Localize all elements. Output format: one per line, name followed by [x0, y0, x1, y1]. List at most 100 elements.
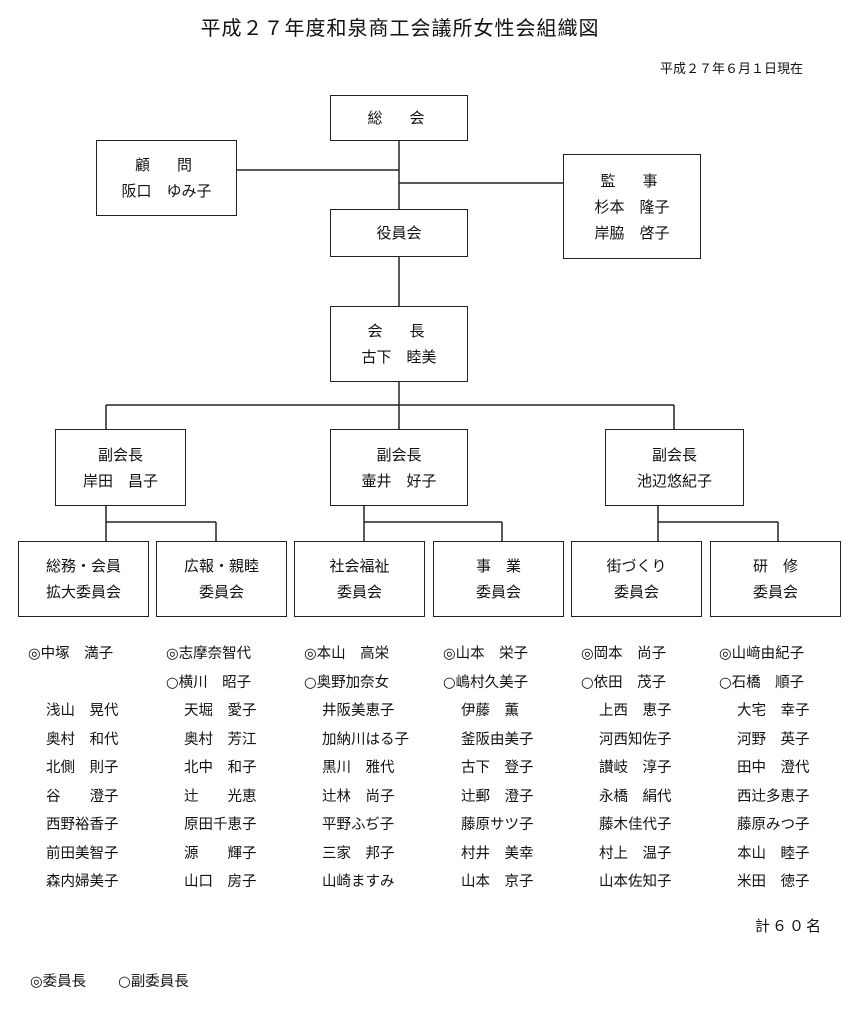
committee-suffix: 委員会 [475, 583, 521, 601]
committee-suffix: 委員会 [613, 583, 659, 601]
committee-name: 総務・会員 [45, 557, 121, 575]
member-column: ◎中塚 満子 浅山 晃代 奥村 和代 北側 則子 谷 澄子 西野裕香子 前田美智… [28, 640, 158, 897]
committee-box: 研 修 委員会 [710, 541, 841, 617]
member-name: 西野裕香子 [46, 817, 119, 833]
vice-president-box: 副会長 岸田 昌子 [55, 429, 186, 506]
advisor-box: 顧 問 阪口 ゆみ子 [96, 140, 237, 216]
member-name: 村上 温子 [599, 845, 672, 862]
member-column: ◎岡本 尚子 ○依田 茂子 上西 恵子 河西知佐子 讃岐 淳子 永橋 絹代 藤木… [581, 640, 711, 897]
member-name: 大宅 幸子 [737, 703, 810, 719]
committee-suffix: 委員会 [752, 583, 798, 601]
member-name: ○石橋 順子 [719, 674, 805, 691]
vice-president-box: 副会長 壷井 好子 [330, 429, 468, 506]
member-name: ◎山本 栄子 [443, 646, 529, 662]
member-name: 源 輝子 [184, 845, 257, 862]
member-name: ○嶋村久美子 [443, 674, 529, 691]
advisor-label: 顧 問 [134, 156, 198, 174]
member-name: 西辻多恵子 [737, 788, 810, 805]
president-label: 会 長 [367, 322, 431, 340]
president-box: 会 長 古下 睦美 [330, 306, 468, 382]
member-name: 北中 和子 [184, 760, 257, 776]
member-name: 谷 澄子 [46, 788, 119, 805]
member-name: 米田 徳子 [737, 874, 810, 890]
member-name: ◎志摩奈智代 [166, 646, 252, 662]
member-name: 釜阪由美子 [461, 731, 534, 748]
committee-name: 社会福祉 [329, 557, 390, 575]
auditor-member: 岸脇 啓子 [594, 223, 670, 242]
member-name: ○奥野加奈女 [304, 674, 390, 691]
committee-name: 事 業 [475, 557, 521, 575]
member-name: ◎岡本 尚子 [581, 646, 667, 662]
member-total: 計６０名 [754, 917, 823, 935]
as-of-date: 平成２７年６月１日現在 [659, 62, 803, 77]
member-name: 藤原サツ子 [461, 817, 534, 833]
member-name: 井阪美恵子 [322, 703, 395, 719]
committee-box: 社会福祉 委員会 [294, 541, 425, 617]
legend: ◎委員長○副委員長 [30, 970, 189, 991]
member-name: 山本佐知子 [599, 874, 672, 890]
member-name: ○依田 茂子 [581, 674, 667, 691]
vice-president-member: 岸田 昌子 [82, 471, 158, 490]
connector-lines [105, 140, 779, 542]
member-name: ◎山﨑由紀子 [719, 646, 805, 662]
committee-suffix: 委員会 [198, 583, 244, 601]
member-name: ○横川 昭子 [166, 674, 252, 691]
member-name: 古下 登子 [461, 760, 534, 776]
board-box: 役員会 [330, 209, 468, 257]
member-name: 加納川はる子 [322, 731, 409, 748]
committee-name: 街づくり [606, 557, 667, 575]
member-name: 山本 京子 [461, 874, 534, 890]
committee-suffix: 拡大委員会 [45, 583, 121, 601]
vice-president-box: 副会長 池辺悠紀子 [605, 429, 744, 506]
member-name: 天堀 愛子 [184, 703, 257, 719]
member-name: 山口 房子 [184, 874, 257, 890]
vice-president-label: 副会長 [651, 445, 697, 464]
committee-box: 事 業 委員会 [433, 541, 564, 617]
member-name: 奥村 和代 [46, 731, 119, 748]
vice-president-label: 副会長 [376, 445, 422, 464]
auditors-label: 監 事 [600, 171, 664, 190]
member-name: 奥村 芳江 [184, 731, 257, 748]
member-name: 前田美智子 [46, 845, 119, 862]
committee-suffix: 委員会 [336, 583, 382, 601]
member-name: 平野ふぢ子 [322, 817, 395, 833]
auditor-member: 杉本 隆子 [594, 197, 670, 216]
member-column: ◎山﨑由紀子 ○石橋 順子 大宅 幸子 河野 英子 田中 澄代 西辻多恵子 藤原… [719, 640, 849, 897]
member-name: 森内婦美子 [46, 874, 119, 890]
member-name: 讃岐 淳子 [599, 760, 672, 776]
legend-chair: ◎委員長 [30, 974, 87, 990]
member-name: 藤木佳代子 [599, 817, 672, 833]
vice-president-member: 壷井 好子 [361, 471, 437, 490]
chart-title: 平成２７年度和泉商工会議所女性会組織図 [200, 16, 600, 40]
auditors-box: 監 事 杉本 隆子 岸脇 啓子 [563, 154, 701, 259]
member-name: 黒川 雅代 [322, 760, 395, 776]
president-member: 古下 睦美 [361, 348, 437, 366]
advisor-member: 阪口 ゆみ子 [121, 182, 212, 200]
member-name: 伊藤 薫 [461, 703, 519, 719]
member-name: 藤原みつ子 [737, 817, 810, 833]
member-name: 村井 美幸 [461, 845, 534, 862]
member-name: 田中 澄代 [737, 760, 810, 776]
member-name: 浅山 晃代 [46, 703, 119, 719]
committee-box: 総務・会員 拡大委員会 [18, 541, 149, 617]
member-column: ◎本山 高栄 ○奥野加奈女 井阪美恵子 加納川はる子 黒川 雅代 辻林 尚子 平… [304, 640, 434, 897]
member-column: ◎山本 栄子 ○嶋村久美子 伊藤 薫 釜阪由美子 古下 登子 辻郵 澄子 藤原サ… [443, 640, 573, 897]
committee-box: 広報・親睦 委員会 [156, 541, 287, 617]
member-name: 辻郵 澄子 [461, 788, 534, 805]
member-name: 河野 英子 [737, 731, 810, 748]
committee-name: 広報・親睦 [183, 557, 259, 575]
member-name: 原田千恵子 [184, 817, 257, 833]
member-lists: ◎中塚 満子 浅山 晃代 奥村 和代 北側 則子 谷 澄子 西野裕香子 前田美智… [0, 640, 855, 890]
member-name: 永橋 絹代 [599, 788, 672, 805]
member-name: 三家 邦子 [322, 845, 395, 862]
vice-president-member: 池辺悠紀子 [636, 471, 712, 490]
committee-box: 街づくり 委員会 [571, 541, 702, 617]
general-meeting-box: 総 会 [330, 95, 468, 141]
member-name: 河西知佐子 [599, 731, 672, 748]
member-name: 辻 光恵 [184, 788, 257, 805]
vice-president-label: 副会長 [97, 445, 143, 464]
member-name: 北側 則子 [46, 760, 119, 776]
member-name: ◎本山 高栄 [304, 646, 390, 662]
member-column: ◎志摩奈智代 ○横川 昭子 天堀 愛子 奥村 芳江 北中 和子 辻 光恵 原田千… [166, 640, 296, 897]
member-name: 辻林 尚子 [322, 788, 395, 805]
